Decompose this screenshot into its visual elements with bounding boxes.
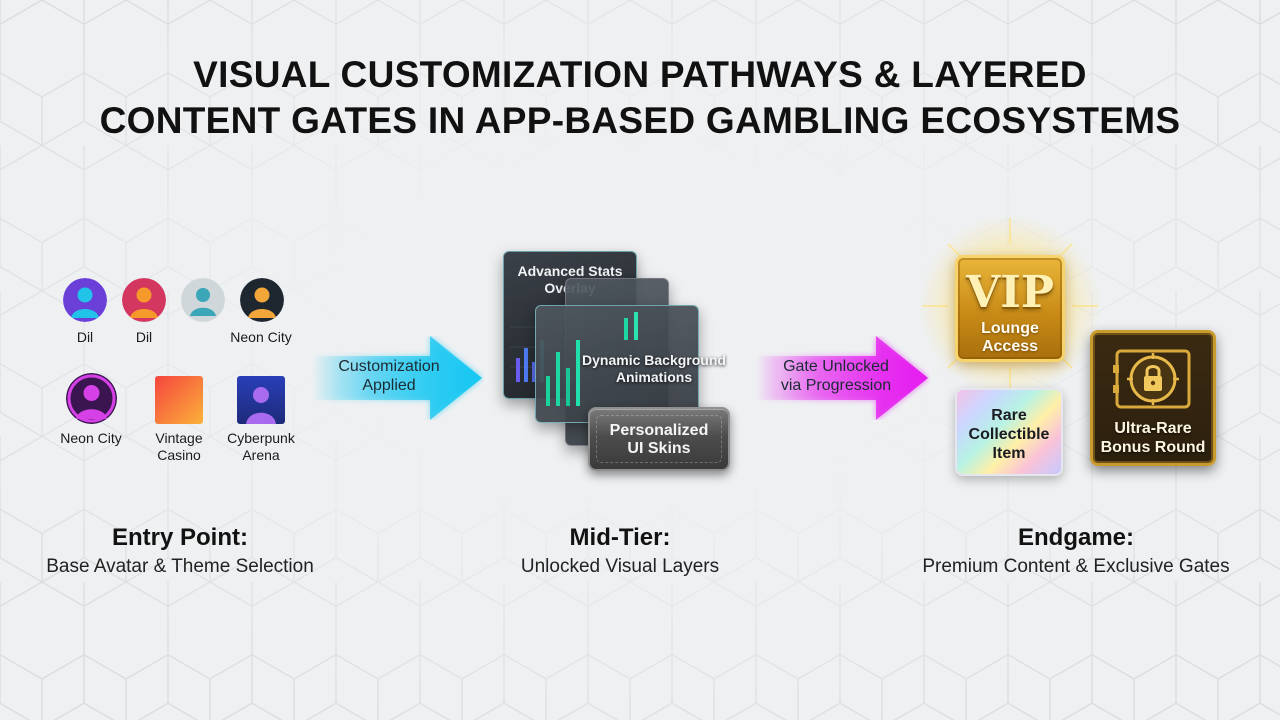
cyberpunk-arena-theme-tile[interactable] — [237, 376, 285, 424]
avatar-label: Dil — [135, 329, 153, 345]
avatar-label: Dil — [76, 329, 94, 345]
customization-arrow — [312, 336, 484, 420]
dynamic-background-title: Dynamic Background Animations — [582, 352, 726, 385]
ultra-rare-bonus-label: Ultra-Rare Bonus Round — [1100, 420, 1206, 456]
entry-point-subheading: Base Avatar & Theme Selection — [46, 556, 314, 577]
animation-bars-icon — [546, 340, 580, 406]
rare-collectible-label: Rare Collectible Item — [968, 407, 1050, 462]
decorative-bars-icon — [624, 312, 638, 340]
avatar-neon-city-dark[interactable] — [240, 278, 284, 322]
vip-lounge-access-card[interactable]: VIP Lounge Access — [955, 255, 1065, 362]
vip-logo: VIP — [966, 267, 1054, 318]
personalized-ui-skins-button[interactable]: Personalized UI Skins — [588, 407, 730, 471]
ultra-rare-bonus-round-card[interactable]: Ultra-Rare Bonus Round — [1090, 330, 1216, 466]
entry-point-heading: Entry Point: — [112, 524, 248, 551]
avatar-label: Neon City — [230, 329, 292, 345]
avatar-label: Neon City — [60, 430, 122, 446]
avatar-neon-city-magenta[interactable] — [66, 373, 117, 424]
page-title: VISUAL CUSTOMIZATION PATHWAYS & LAYERED … — [40, 52, 1240, 144]
endgame-heading: Endgame: — [1017, 524, 1134, 551]
title-line-2: CONTENT GATES IN APP-BASED GAMBLING ECOS… — [99, 100, 1181, 141]
endgame-subheading: Premium Content & Exclusive Gates — [922, 556, 1230, 577]
vault-lock-icon — [1113, 349, 1191, 409]
dynamic-background-card[interactable] — [535, 305, 699, 423]
theme-label-vintage-casino: Vintage Casino — [155, 430, 203, 463]
vip-lounge-label: Lounge Access — [981, 320, 1039, 355]
mid-tier-subheading: Unlocked Visual Layers — [520, 556, 720, 577]
theme-label-cyberpunk-arena: Cyberpunk Arena — [227, 430, 295, 463]
progression-arrow — [756, 336, 930, 420]
progression-arrow-label: Gate Unlocked via Progression — [780, 358, 892, 394]
avatar-default-grey[interactable] — [181, 278, 225, 322]
customization-arrow-label: Customization Applied — [338, 358, 440, 394]
avatar-dil-red[interactable] — [122, 278, 166, 322]
mid-tier-heading: Mid-Tier: — [569, 524, 671, 551]
title-line-1: VISUAL CUSTOMIZATION PATHWAYS & LAYERED — [193, 54, 1087, 95]
personalized-ui-skins-label: Personalized UI Skins — [609, 422, 709, 457]
skin-stitch-border — [596, 415, 722, 463]
rare-collectible-item-card[interactable]: Rare Collectible Item — [955, 388, 1063, 476]
avatar-dil-purple[interactable] — [63, 278, 107, 322]
vintage-casino-theme-tile[interactable] — [155, 376, 203, 424]
